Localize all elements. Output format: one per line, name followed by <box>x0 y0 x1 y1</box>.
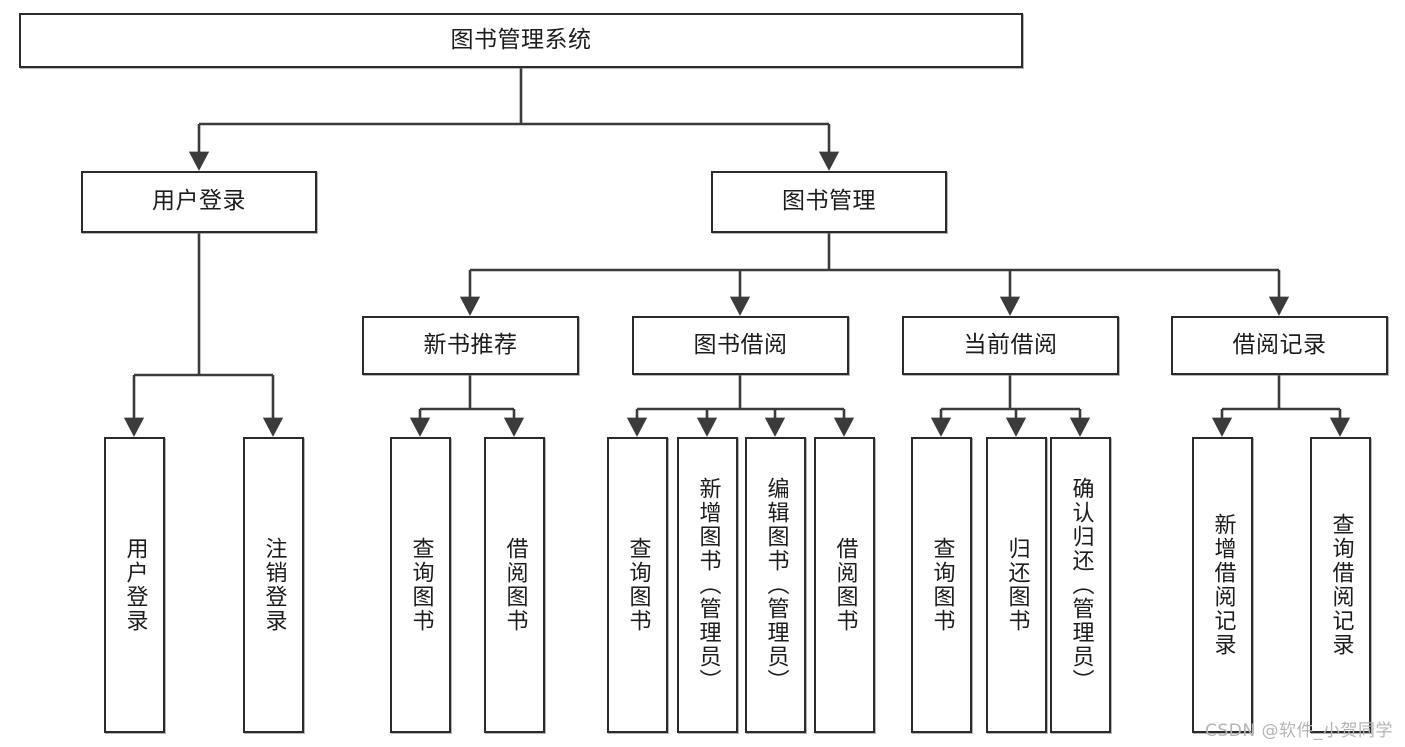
node-book-manage-label: 图书管理 <box>782 188 876 215</box>
node-leaf-borrow-book-2-label: 借阅图书 <box>832 537 858 633</box>
connector-group-leaves <box>409 375 1351 437</box>
node-leaf-add-book-admin-label: 新增图书（管理员） <box>695 477 721 693</box>
node-leaf-user-login[interactable]: 用户登录 <box>104 437 165 733</box>
node-leaf-query-borrow-record[interactable]: 查询借阅记录 <box>1310 437 1371 733</box>
node-borrow-record-label: 借阅记录 <box>1232 331 1327 358</box>
node-leaf-query-book-2-label: 查询图书 <box>625 537 651 633</box>
node-book-borrow[interactable]: 图书借阅 <box>632 316 849 375</box>
node-leaf-query-book-1-label: 查询图书 <box>408 537 434 633</box>
node-root[interactable]: 图书管理系统 <box>19 13 1023 68</box>
node-leaf-return-book-label: 归还图书 <box>1004 537 1030 633</box>
node-user-login-label: 用户登录 <box>152 188 246 215</box>
node-leaf-logout[interactable]: 注销登录 <box>243 437 304 733</box>
node-leaf-query-book-2[interactable]: 查询图书 <box>607 437 668 733</box>
node-leaf-query-book-1[interactable]: 查询图书 <box>390 437 451 733</box>
node-book-borrow-label: 图书借阅 <box>693 331 788 358</box>
node-leaf-add-borrow-record[interactable]: 新增借阅记录 <box>1192 437 1253 733</box>
node-new-book-rec[interactable]: 新书推荐 <box>362 316 579 375</box>
node-leaf-add-book-admin[interactable]: 新增图书（管理员） <box>677 437 738 733</box>
node-borrow-record[interactable]: 借阅记录 <box>1171 316 1388 375</box>
node-leaf-query-borrow-record-label: 查询借阅记录 <box>1328 513 1354 657</box>
node-leaf-borrow-book-1[interactable]: 借阅图书 <box>484 437 545 733</box>
node-leaf-confirm-return-admin[interactable]: 确认归还（管理员） <box>1050 437 1111 733</box>
connector-group-root <box>188 68 840 171</box>
node-leaf-logout-label: 注销登录 <box>261 537 287 633</box>
node-leaf-query-book-3[interactable]: 查询图书 <box>911 437 972 733</box>
node-current-borrow[interactable]: 当前借阅 <box>902 316 1119 375</box>
node-leaf-add-borrow-record-label: 新增借阅记录 <box>1210 513 1236 657</box>
node-leaf-borrow-book-1-label: 借阅图书 <box>502 537 528 633</box>
node-leaf-edit-book-admin[interactable]: 编辑图书（管理员） <box>745 437 806 733</box>
csdn-watermark: CSDN @软件_小贺同学 <box>1205 721 1393 741</box>
node-leaf-query-book-3-label: 查询图书 <box>929 537 955 633</box>
node-book-manage[interactable]: 图书管理 <box>711 171 947 233</box>
node-user-login[interactable]: 用户登录 <box>81 171 317 233</box>
node-new-book-rec-label: 新书推荐 <box>423 331 518 358</box>
node-leaf-borrow-book-2[interactable]: 借阅图书 <box>814 437 875 733</box>
node-leaf-user-login-label: 用户登录 <box>122 537 148 633</box>
node-leaf-return-book[interactable]: 归还图书 <box>986 437 1047 733</box>
node-leaf-edit-book-admin-label: 编辑图书（管理员） <box>763 477 789 693</box>
node-root-label: 图书管理系统 <box>450 26 592 53</box>
node-leaf-confirm-return-admin-label: 确认归还（管理员） <box>1068 477 1094 693</box>
node-current-borrow-label: 当前借阅 <box>963 331 1058 358</box>
